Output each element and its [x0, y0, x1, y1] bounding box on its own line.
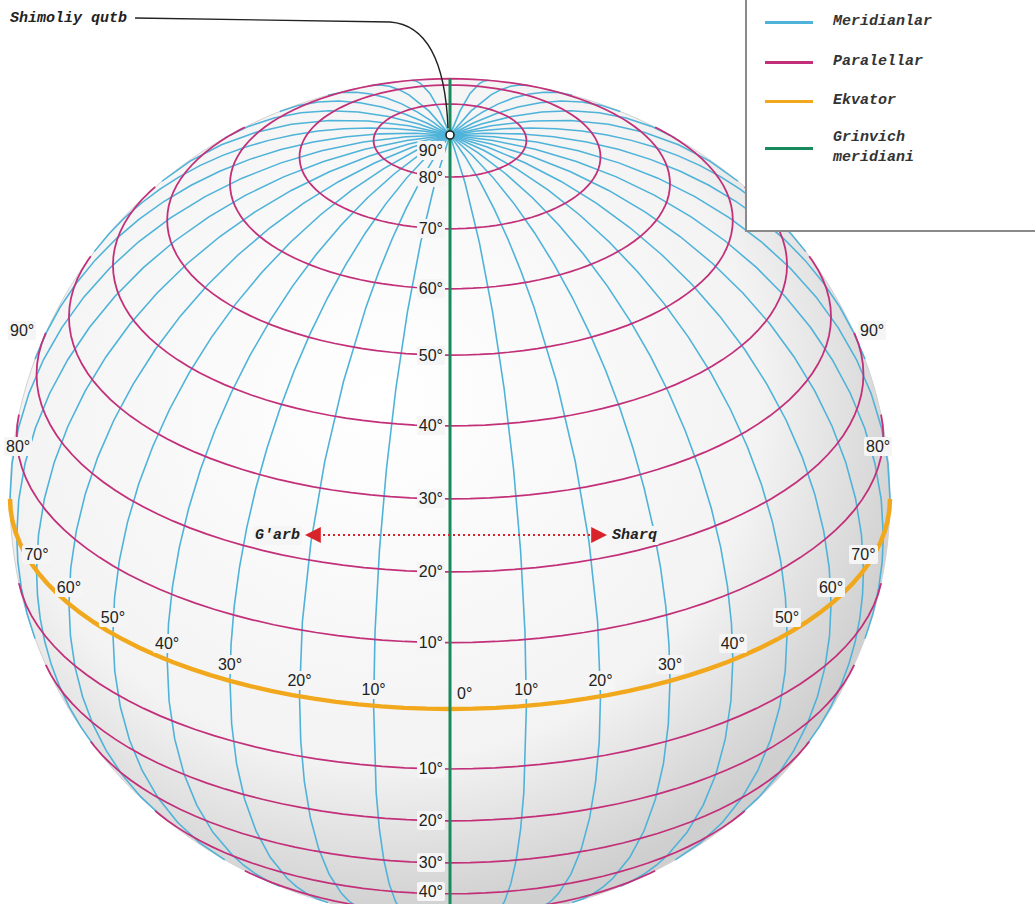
- direction-label: Sharq: [610, 526, 659, 545]
- legend-swatch: [765, 147, 813, 150]
- meridian-line: [230, 135, 450, 902]
- longitude-label: 90°: [8, 321, 36, 340]
- greenwich-meridian: [449, 135, 452, 904]
- meridian-line: [451, 135, 831, 816]
- latitude-label: 20°: [417, 811, 445, 830]
- longitude-label: 50°: [99, 608, 127, 627]
- longitude-label: 70°: [22, 545, 50, 564]
- latitude-label: 10°: [417, 759, 445, 778]
- legend-entry: Meridianlar: [765, 12, 963, 32]
- legend-swatch: [765, 61, 813, 64]
- longitude-label: 40°: [153, 634, 181, 653]
- meridian-line: [450, 135, 670, 902]
- latitude-label: 30°: [417, 853, 445, 872]
- legend-text: Ekvator: [833, 91, 963, 111]
- longitude-label: 80°: [4, 437, 32, 456]
- longitude-label: 40°: [719, 634, 747, 653]
- legend-text: Grinvich meridiani: [833, 128, 963, 168]
- longitude-label: 50°: [773, 608, 801, 627]
- legend-entry: Grinvich meridiani: [765, 128, 963, 168]
- greenwich-meridian: [449, 79, 452, 135]
- meridian-line: [451, 111, 676, 138]
- direction-arrow: [308, 534, 604, 536]
- legend-entry: Ekvator: [765, 91, 963, 111]
- longitude-label: 70°: [849, 545, 877, 564]
- pole-label: Shimoliy qutb: [8, 9, 129, 28]
- longitude-label: 30°: [656, 655, 684, 674]
- meridian-line: [451, 120, 738, 181]
- longitude-label: 10°: [359, 680, 387, 699]
- meridian-line: [374, 135, 450, 904]
- latitude-label: 60°: [417, 279, 445, 298]
- longitude-label: 60°: [817, 578, 845, 597]
- latitude-label: 40°: [417, 882, 445, 901]
- north-pole-dot: [446, 131, 454, 139]
- direction-label: G'arb: [253, 526, 302, 545]
- latitude-label: 40°: [417, 416, 445, 435]
- longitude-label: 80°: [864, 437, 892, 456]
- legend-swatch: [765, 100, 813, 103]
- latitude-label: 90°: [417, 141, 445, 160]
- meridian-line: [300, 135, 450, 904]
- legend-text: Meridianlar: [833, 12, 963, 32]
- legend-swatch: [765, 21, 813, 24]
- legend-box: MeridianlarParalellarEkvatorGrinvich mer…: [745, 0, 1035, 232]
- meridian-line: [450, 135, 732, 886]
- longitude-label: 0°: [455, 684, 474, 703]
- longitude-label: 20°: [285, 671, 313, 690]
- latitude-label: 80°: [417, 168, 445, 187]
- latitude-label: 50°: [417, 346, 445, 365]
- legend-entry: Paralellar: [765, 52, 963, 72]
- longitude-label: 60°: [55, 578, 83, 597]
- longitude-label: 30°: [216, 655, 244, 674]
- meridian-line: [37, 135, 450, 746]
- longitude-label: 90°: [858, 321, 886, 340]
- meridian-line: [167, 135, 449, 886]
- legend-text: Paralellar: [833, 52, 963, 72]
- annotation-lines: [135, 18, 604, 535]
- meridian-line: [17, 135, 450, 639]
- latitude-label: 70°: [417, 219, 445, 238]
- latitude-label: 20°: [417, 562, 445, 581]
- leader-line: [135, 18, 448, 128]
- meridian-line: [450, 135, 600, 904]
- longitude-label: 20°: [586, 671, 614, 690]
- meridian-line: [450, 135, 526, 904]
- latitude-label: 30°: [417, 489, 445, 508]
- meridian-line: [94, 128, 449, 252]
- latitude-label: 10°: [417, 633, 445, 652]
- longitude-label: 10°: [512, 680, 540, 699]
